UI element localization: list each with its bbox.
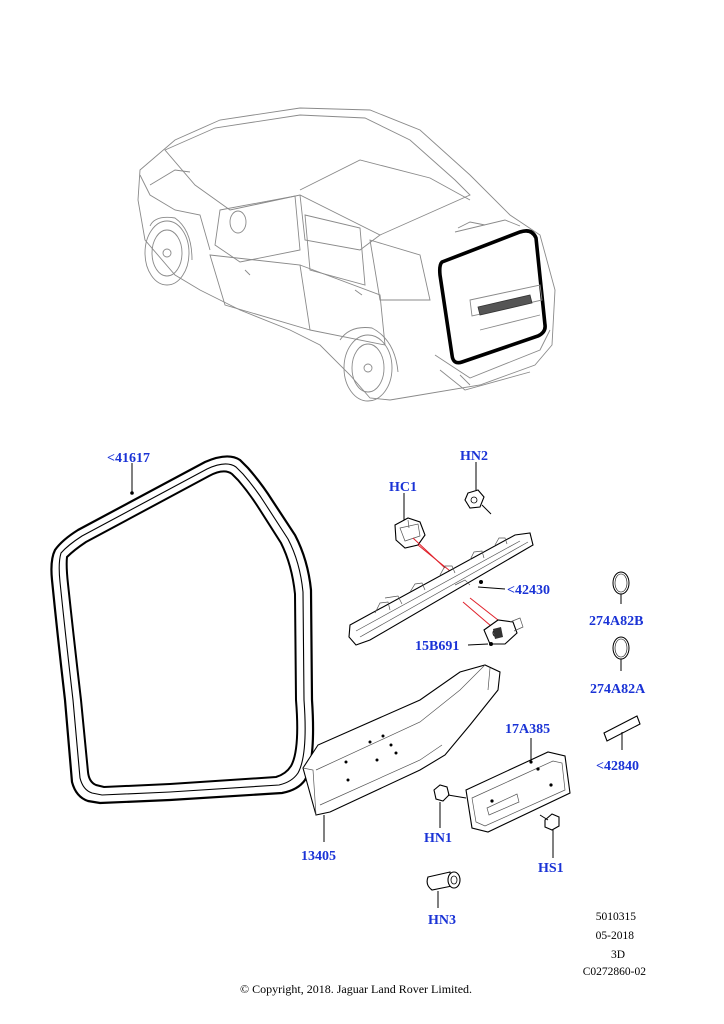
callout-hn2: HN2 [460,449,488,464]
callout-17a385: 17A385 [505,722,550,737]
callout-41617: <41617 [107,451,150,466]
clip-hn2 [464,489,492,515]
tailgate-seal-41617 [50,455,315,805]
callout-274a82a: 274A82A [590,682,646,697]
fastener-hn1 [433,784,467,828]
callout-42840: <42840 [596,759,639,774]
callout-15b691: 15B691 [415,639,459,654]
meta-line-3: 3D [611,949,625,961]
meta-line-1: 5010315 [596,911,637,923]
callout-hs1: HS1 [538,861,564,876]
callout-42430: <42430 [507,583,550,598]
callout-13405: 13405 [301,849,336,864]
callout-hc1: HC1 [389,480,417,495]
copyright-notice: © Copyright, 2018. Jaguar Land Rover Lim… [240,982,472,996]
tape-42840 [603,715,641,750]
fastener-hs1 [539,813,560,858]
plug-274a82b [612,571,630,604]
drawing-metadata: 5010315 05-2018 3D C0272860-02 [583,911,647,978]
bracket-17a385 [465,738,571,833]
callout-hn1: HN1 [424,831,452,846]
callout-hn3: HN3 [428,913,456,928]
meta-line-4: C0272860-02 [583,966,647,978]
vehicle-illustration [137,107,556,402]
callout-labels: <41617 HN2 HC1 <42430 15B691 274A82B 274… [107,449,646,928]
callout-274a82b: 274A82B [589,614,643,629]
meta-line-2: 05-2018 [596,930,635,942]
finisher-42430 [348,532,534,646]
plug-274a82a [612,636,630,671]
clip-hc1 [394,517,456,576]
leader-lines [130,462,506,646]
moulding-13405 [302,664,501,842]
fastener-hn3 [426,871,461,908]
sensor-15b691 [483,617,524,646]
